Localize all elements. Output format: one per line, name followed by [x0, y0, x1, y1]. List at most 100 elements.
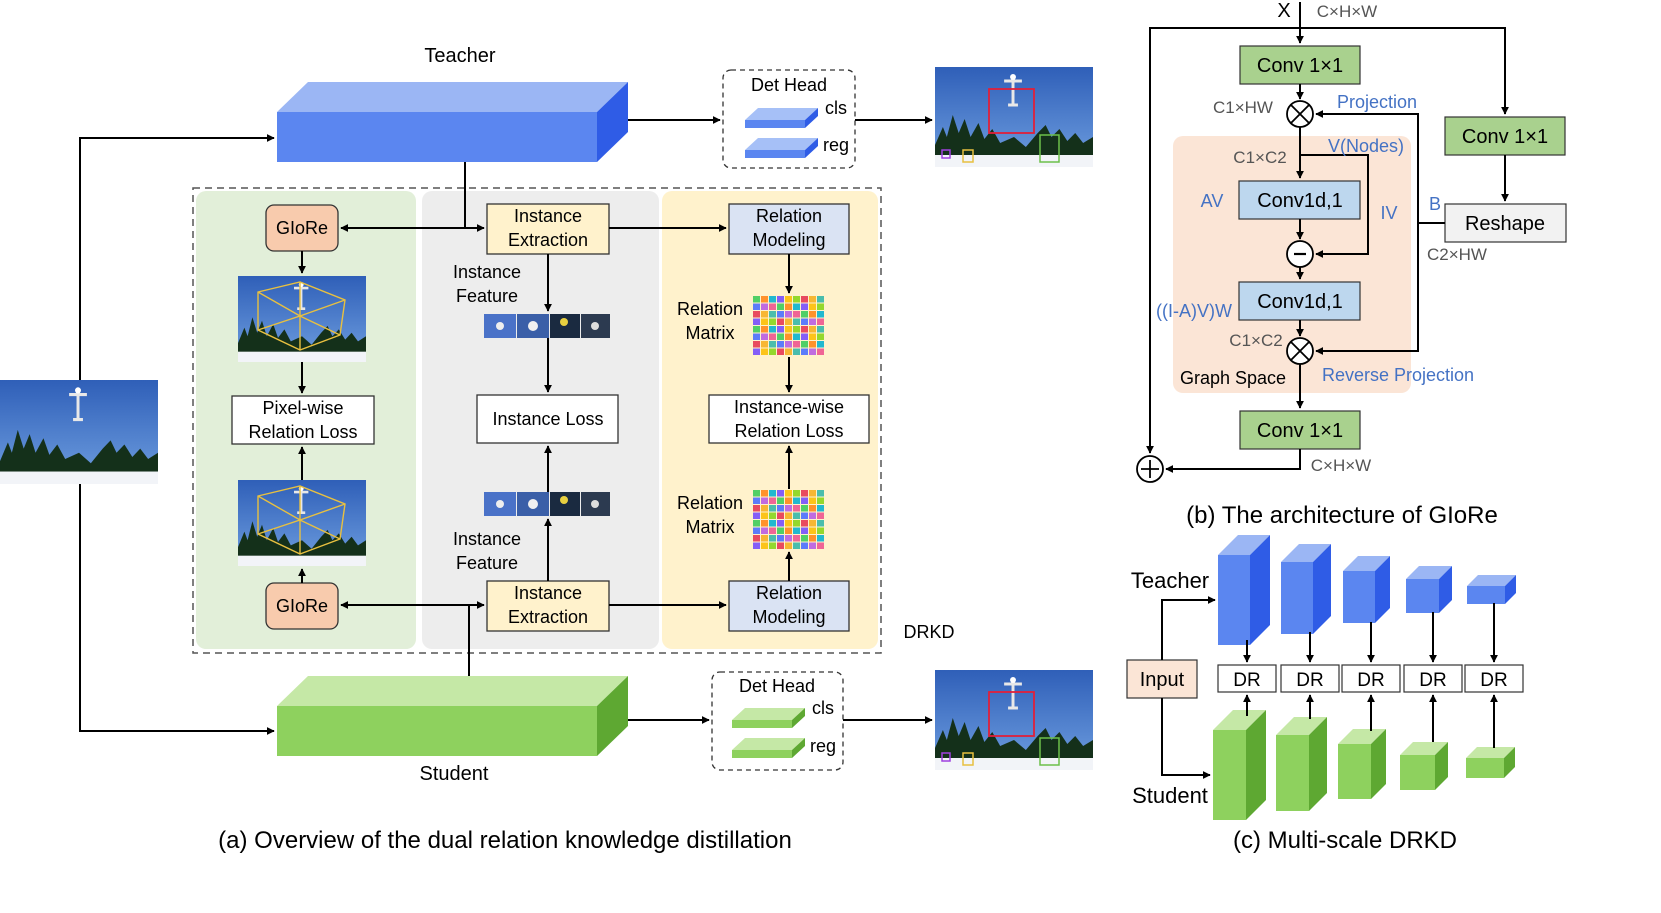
matrix-cell	[785, 311, 792, 318]
matrix-cell	[801, 296, 808, 303]
relation-matrix-top-line2: Matrix	[686, 323, 735, 343]
matrix-cell	[761, 497, 768, 504]
c2hw-label: C2×HW	[1427, 245, 1487, 264]
matrix-cell	[769, 341, 776, 348]
matrix-cell	[793, 535, 800, 542]
matrix-cell	[777, 490, 784, 497]
matrix-cell	[761, 311, 768, 318]
matrix-cell	[753, 333, 760, 340]
matrix-cell	[809, 542, 816, 549]
matrix-cell	[753, 535, 760, 542]
matrix-cell	[769, 303, 776, 310]
matrix-cell	[809, 348, 816, 355]
matrix-cell	[801, 497, 808, 504]
conv-right-label: Conv 1×1	[1462, 126, 1548, 148]
c1hw-label: C1×HW	[1213, 98, 1273, 117]
instance-feature-bottom-line1: Instance	[453, 529, 521, 549]
feature-map-face	[1435, 742, 1448, 790]
matrix-cell	[809, 326, 816, 333]
matrix-cell	[801, 527, 808, 534]
matrix-cell	[785, 348, 792, 355]
matrix-cell	[785, 505, 792, 512]
matrix-cell	[793, 505, 800, 512]
matrix-cell	[817, 311, 824, 318]
dr-label-1: DR	[1233, 670, 1260, 691]
matrix-cell	[769, 490, 776, 497]
matrix-cell	[785, 318, 792, 325]
matrix-cell	[809, 535, 816, 542]
matrix-cell	[809, 497, 816, 504]
matrix-cell	[801, 535, 808, 542]
panel-a-caption: (a) Overview of the dual relation knowle…	[218, 827, 792, 854]
feature-map-face	[1213, 710, 1266, 730]
feature-map-face	[1375, 556, 1390, 623]
matrix-cell	[753, 527, 760, 534]
iav-label: ((I-A)V)W	[1156, 301, 1232, 321]
matrix-cell	[753, 520, 760, 527]
reverse-projection-label: Reverse Projection	[1322, 365, 1474, 385]
matrix-cell	[769, 497, 776, 504]
matrix-cell	[761, 490, 768, 497]
feature-map-face	[1276, 717, 1327, 735]
dr-label-3: DR	[1357, 670, 1384, 691]
matrix-cell	[761, 542, 768, 549]
matrix-cell	[769, 527, 776, 534]
matrix-cell	[785, 333, 792, 340]
dr-label-5: DR	[1480, 670, 1507, 691]
matrix-cell	[761, 303, 768, 310]
matrix-cell	[753, 303, 760, 310]
matrix-cell	[761, 527, 768, 534]
feature-map-face	[1343, 571, 1375, 623]
feature-map-face	[1250, 535, 1270, 645]
matrix-cell	[817, 512, 824, 519]
teacher-label-c: Teacher	[1131, 568, 1209, 593]
matrix-cell	[785, 535, 792, 542]
feature-map-face	[1466, 758, 1504, 778]
instance-relation-loss-line1: Instance-wise	[734, 397, 844, 417]
reg-label: reg	[823, 135, 849, 155]
dims-out-label: C×H×W	[1311, 456, 1371, 475]
feature-map-face	[1467, 575, 1516, 586]
student-label: Student	[420, 763, 489, 785]
instance-feature-strip-bottom	[484, 492, 610, 516]
matrix-cell	[753, 542, 760, 549]
matrix-cell	[793, 333, 800, 340]
feature-map-face	[1338, 744, 1371, 799]
multiply-operator-top	[1286, 100, 1314, 128]
matrix-cell	[817, 535, 824, 542]
teacher-label: Teacher	[424, 45, 495, 67]
conv-bottom-box	[1239, 410, 1361, 450]
matrix-cell	[793, 497, 800, 504]
matrix-cell	[809, 296, 816, 303]
feature-map-face	[1218, 535, 1270, 555]
matrix-cell	[785, 520, 792, 527]
matrix-cell	[809, 512, 816, 519]
matrix-cell	[817, 497, 824, 504]
feature-map-face	[1213, 730, 1246, 820]
matrix-cell	[785, 326, 792, 333]
matrix-cell	[785, 527, 792, 534]
relation-modeling-bottom-box	[728, 580, 850, 632]
instance-relation-loss-line2: Relation Loss	[734, 421, 843, 441]
matrix-cell	[817, 296, 824, 303]
matrix-cell	[777, 318, 784, 325]
matrix-cell	[817, 505, 824, 512]
reg-label: reg	[810, 736, 836, 756]
matrix-cell	[793, 520, 800, 527]
dr-box-4: DR	[1403, 664, 1463, 693]
instance-feature-top-line1: Instance	[453, 262, 521, 282]
pixel-graph-image-top	[238, 276, 366, 362]
matrix-cell	[801, 348, 808, 355]
glore-top-label: GIoRe	[276, 218, 328, 238]
panel-c-arrows	[1161, 596, 1498, 779]
instance-extraction-top-line1: Instance	[514, 206, 582, 226]
matrix-cell	[801, 318, 808, 325]
matrix-cell	[761, 348, 768, 355]
panel-c-multiscale: Teacher Student Input DR DR DR DR DR	[1126, 535, 1524, 854]
matrix-cell	[761, 512, 768, 519]
matrix-cell	[777, 542, 784, 549]
matrix-cell	[777, 520, 784, 527]
reshape-label: Reshape	[1465, 213, 1545, 235]
